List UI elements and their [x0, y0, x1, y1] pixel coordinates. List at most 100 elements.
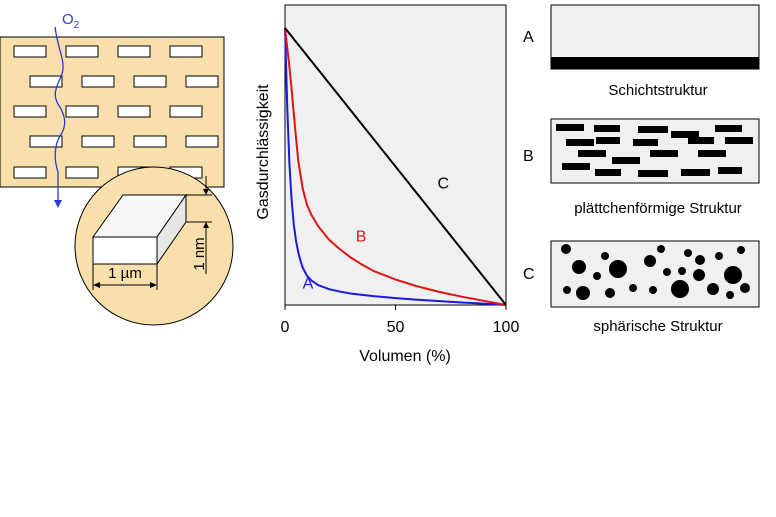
sphere — [684, 249, 692, 257]
platelet — [169, 105, 203, 118]
platelet — [65, 105, 99, 118]
sphere — [563, 286, 571, 294]
platelet — [688, 137, 714, 144]
structure-a-layer — [551, 57, 759, 69]
plot-area — [284, 4, 507, 306]
sphere — [572, 260, 586, 274]
sphere — [629, 284, 637, 292]
platelet — [13, 45, 47, 58]
platelet — [133, 135, 167, 148]
platelet — [13, 166, 47, 179]
sphere — [649, 286, 657, 294]
sphere — [695, 255, 705, 265]
platelet — [725, 137, 753, 144]
platelet — [718, 167, 742, 174]
sphere — [657, 245, 665, 253]
y-axis-label: Gasdurchlässigkeit — [255, 84, 272, 220]
structure-c-caption: sphärische Struktur — [593, 318, 722, 335]
x-tick-label: 100 — [493, 319, 520, 336]
sphere — [601, 252, 609, 260]
sphere — [715, 252, 723, 260]
platelet — [612, 157, 640, 164]
sphere — [561, 244, 571, 254]
platelet — [633, 139, 658, 146]
platelet-array — [13, 45, 219, 179]
structure-b-platelets — [556, 124, 753, 177]
oxygen-label: O2 — [62, 11, 80, 31]
sphere — [671, 280, 689, 298]
oxygen-subscript: 2 — [74, 20, 80, 31]
platelet — [29, 135, 63, 148]
platelet — [650, 150, 678, 157]
platelet-front-face — [92, 236, 158, 265]
platelet — [638, 126, 668, 133]
platelet — [556, 124, 584, 131]
nanocomposite-schematic: O2 1 nm 1 µm — [0, 11, 234, 326]
platelet — [81, 75, 115, 88]
platelet — [133, 75, 167, 88]
x-tick-label: 0 — [281, 319, 290, 336]
platelet — [671, 131, 699, 138]
x-axis-label: Volumen (%) — [359, 348, 451, 365]
structure-c-spheres — [561, 244, 750, 300]
oxygen-symbol: O — [62, 11, 74, 28]
curve-a — [284, 27, 507, 306]
curve-label-c: C — [437, 176, 449, 193]
height-label: 1 nm — [191, 237, 208, 270]
platelet — [185, 75, 219, 88]
sphere — [678, 267, 686, 275]
platelet — [594, 125, 620, 132]
sphere — [724, 266, 742, 284]
curve-label-a: A — [303, 275, 314, 292]
curve-label-b: B — [356, 228, 367, 245]
platelet — [185, 135, 219, 148]
platelet — [596, 137, 620, 144]
sphere — [707, 283, 719, 295]
platelet — [117, 45, 151, 58]
width-label: 1 µm — [108, 265, 142, 282]
platelet — [117, 105, 151, 118]
sphere — [593, 272, 601, 280]
platelet-3d-block — [92, 193, 187, 266]
width-dimension: 1 µm — [92, 264, 158, 290]
x-axis-ticks: 0 50 100 — [281, 305, 520, 336]
oxygen-diffusion-path — [54, 26, 66, 200]
structure-panels: A Schichtstruktur B plättchenförmige Str… — [523, 4, 760, 335]
curve-b — [284, 27, 507, 306]
permeability-chart: 0 50 100 A B C Volumen (%) Gasdurchlässigkei… — [255, 4, 520, 365]
height-dimension: 1 nm — [186, 176, 212, 274]
curves — [284, 27, 507, 306]
height-arrow-top-head — [203, 189, 209, 195]
platelet — [65, 45, 99, 58]
platelet — [566, 139, 594, 146]
structure-a-caption: Schichtstruktur — [608, 82, 707, 99]
x-tick-label: 50 — [387, 319, 405, 336]
height-arrow-bottom-head — [203, 222, 209, 228]
sphere — [644, 255, 656, 267]
sphere — [609, 260, 627, 278]
sphere — [693, 269, 705, 281]
structure-c-letter: C — [523, 266, 535, 283]
platelet — [638, 170, 668, 177]
platelet — [681, 169, 710, 176]
platelet — [698, 150, 726, 157]
sphere — [663, 268, 671, 276]
structure-b-caption: plättchenförmige Struktur — [574, 200, 742, 217]
structure-b-letter: B — [523, 148, 534, 165]
platelet — [715, 125, 742, 132]
curve-labels: A B C — [303, 176, 449, 293]
platelet — [578, 150, 606, 157]
platelet — [29, 75, 63, 88]
sphere — [605, 288, 615, 298]
platelet — [595, 169, 621, 176]
platelet — [13, 105, 47, 118]
platelet — [562, 163, 590, 170]
sphere — [726, 291, 734, 299]
sphere — [740, 283, 750, 293]
width-arrow-left-head — [93, 282, 100, 288]
width-arrow-right-head — [150, 282, 157, 288]
oxygen-arrow-head — [54, 200, 62, 208]
structure-a-letter: A — [523, 29, 534, 46]
